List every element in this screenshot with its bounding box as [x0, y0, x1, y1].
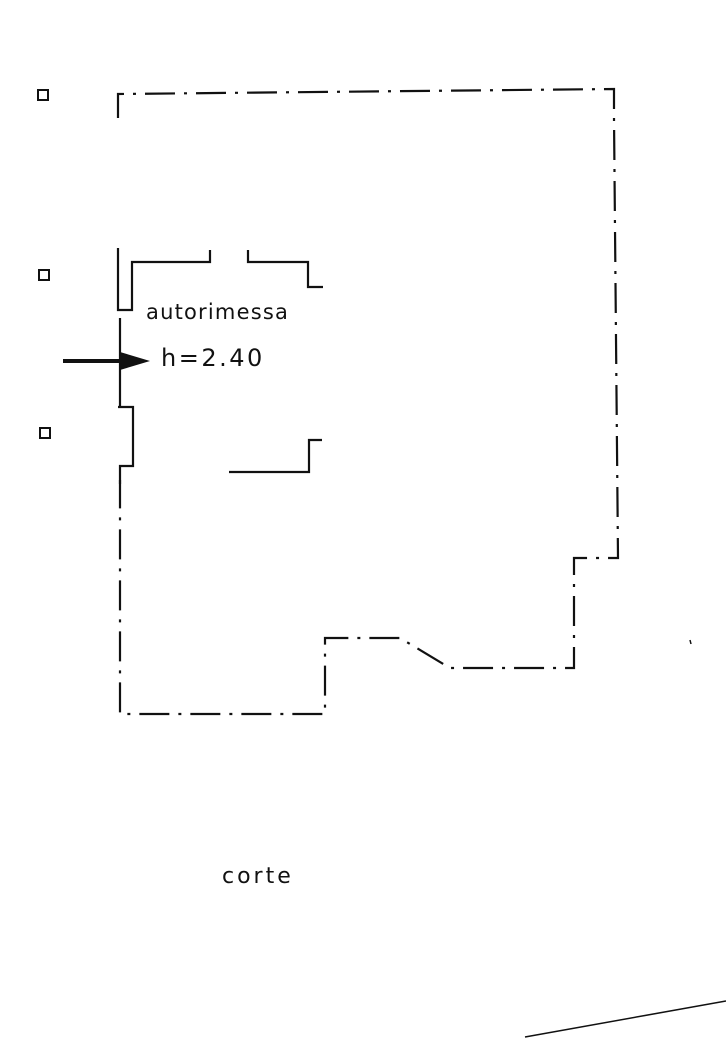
property-boundary — [116, 87, 620, 716]
column-marker-icon — [38, 269, 50, 281]
column-marker-icon — [39, 427, 51, 439]
column-marker-icon — [37, 89, 49, 101]
garage-wall-top-right — [246, 250, 323, 289]
column-markers — [37, 89, 51, 439]
courtyard-label: corte — [222, 864, 294, 889]
scan-marks — [524, 639, 726, 1038]
garage-wall-left-lower — [118, 405, 135, 484]
room-height-label: h=2.40 — [161, 344, 265, 372]
room-label: autorimessa — [146, 300, 290, 324]
entrance-arrow-icon — [63, 352, 150, 370]
garage-wall-bottom — [229, 438, 322, 474]
garage-wall-left-upper — [116, 248, 212, 312]
